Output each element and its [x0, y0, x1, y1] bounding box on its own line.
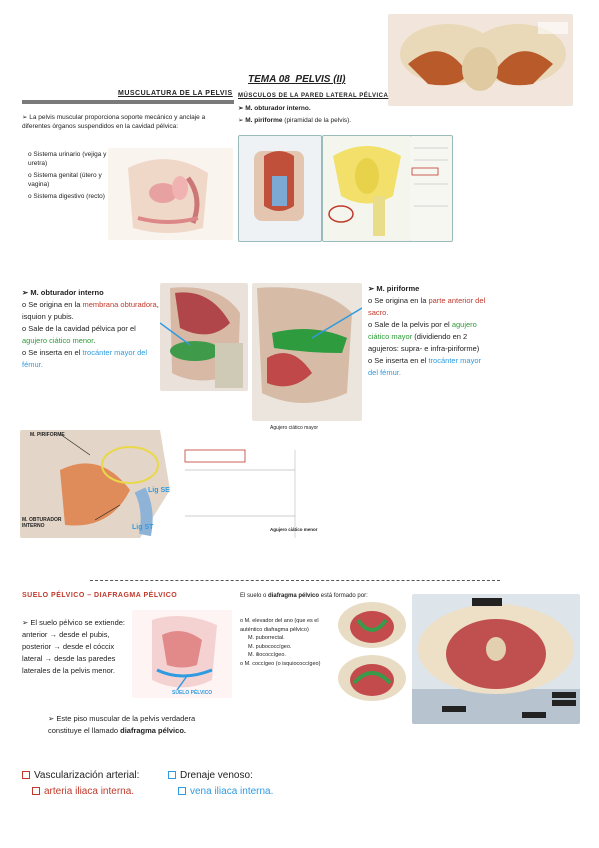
sciatic-foramen-diagram: [20, 430, 326, 538]
system-item: o Sistema digestivo (recto): [28, 193, 105, 200]
pared-item: ➢ M. piriforme (piramidal de la pelvis).: [238, 117, 352, 124]
pelvic-floor-bottom-image: [336, 653, 408, 703]
muscle-item: o M. coccígeo (o isquiococcígeo): [240, 660, 321, 667]
suelo-extends-item: anterior → desde el pubis,: [22, 630, 110, 639]
obturador-insert: o Se inserta en el trocánter mayor del f…: [22, 348, 148, 369]
section-header-musculatura: MUSCULATURA DE LA PELVIS: [118, 90, 233, 97]
vasc-venous: Drenaje venoso:: [168, 770, 253, 781]
piriforme-title: ➢ M. piriforme: [368, 284, 420, 293]
vasc-arterial: Vascularización arterial:: [22, 770, 139, 781]
section-divider: [90, 580, 500, 581]
section-header-suelo: SUELO PÉLVICO – DIAFRAGMA PÉLVICO: [22, 592, 178, 599]
arrow-bullet-icon: ➢: [22, 114, 30, 121]
muscle-item: M. iliococcígeo.: [248, 652, 286, 658]
square-bullet-icon: [22, 771, 30, 780]
pelvis-top-image: [388, 14, 573, 106]
label-m-obturador: M. OBTURADOR INTERNO: [22, 517, 62, 529]
pelvic-floor-top-image: [336, 600, 408, 650]
vasc-venous-item: vena iliaca interna.: [178, 786, 273, 797]
obturador-muscle-image: [160, 283, 248, 391]
suelo-muscle-list: o M. elevador del ano (que es el auténti…: [240, 617, 336, 668]
suelo-formed: El suelo o diafragma pélvico está formad…: [240, 593, 368, 599]
muscle-item: M. puborrectal.: [248, 635, 285, 641]
vasc-arterial-item: arteria iliaca interna.: [32, 786, 134, 797]
label-lig-st: Lig ST: [132, 524, 154, 531]
piriforme-text: ➢ M. piriforme o Se origina en la parte …: [368, 283, 486, 379]
section-header-pared-lateral: MÚSCULOS DE LA PARED LATERAL PÉLVICA: [238, 93, 389, 99]
obturador-text: ➢ M. obturador interno o Se origina en l…: [22, 287, 162, 371]
muscle-item: M. pubococcígeo.: [248, 643, 292, 650]
systems-list: o Sistema urinario (vejiga y uretra) o S…: [28, 150, 108, 201]
suelo-note: ➢ Este piso muscular de la pelvis verdad…: [48, 714, 196, 735]
square-bullet-icon: [168, 771, 176, 780]
obturador-exit: o Sale de la cavidad pélvica por el aguj…: [22, 324, 136, 345]
obturador-title: ➢ M. obturador interno: [22, 288, 104, 297]
label-m-piriforme: M. PIRIFORME: [30, 432, 65, 438]
label-lig-se: Lig SE: [148, 487, 170, 494]
suelo-extends: ➢ El suelo pélvico se extiende: anterior…: [22, 617, 132, 677]
piriforme-insert: o Se inserta en el trocánter mayor del f…: [368, 356, 481, 377]
page-title: TEMA 08_PELVIS (II): [248, 74, 346, 85]
piriforme-labels-panel: [410, 135, 453, 242]
label-agujero-menor: Agujero ciático menor: [270, 527, 318, 532]
suelo-extends-item: posterior → desde el cóccix: [22, 642, 115, 651]
sagittal-pelvis-image: [108, 148, 233, 240]
system-item: o Sistema urinario (vejiga y uretra): [28, 151, 107, 167]
pared-lateral-list: ➢ M. obturador interno. ➢ M. piriforme (…: [238, 104, 388, 125]
square-bullet-icon: [178, 787, 186, 796]
piriforme-muscle-image: [252, 283, 362, 421]
suelo-extends-item: lateral → desde las paredes laterales de…: [22, 654, 116, 675]
musculatura-intro: ➢ La pelvis muscular proporciona soporte…: [22, 114, 206, 130]
pelvic-floor-large-image: [412, 594, 580, 724]
section-bar: [22, 100, 234, 104]
square-bullet-icon: [32, 787, 40, 796]
pared-item: ➢ M. obturador interno.: [238, 105, 311, 112]
label-suelo-pelvico: SUELO PÉLVICO: [172, 690, 213, 696]
obturador-origin: o Se origina en la membrana obturadora, …: [22, 300, 159, 321]
suelo-extends-title: ➢ El suelo pélvico se extiende:: [22, 618, 126, 627]
suelo-pelvico-diagram: [132, 610, 232, 698]
piriforme-exit: o Sale de la pelvis por el agujero ciáti…: [368, 320, 480, 353]
obturador-anatomy-image: [238, 135, 322, 242]
foramen-caption: Agujero ciático mayor: [270, 425, 319, 431]
system-item: o Sistema genital (útero y vagina): [28, 172, 102, 188]
muscle-item: o M. elevador del ano (que es el auténti…: [240, 618, 319, 633]
piriforme-anatomy-image: [322, 135, 412, 242]
piriforme-origin: o Se origina en la parte anterior del sa…: [368, 296, 486, 317]
